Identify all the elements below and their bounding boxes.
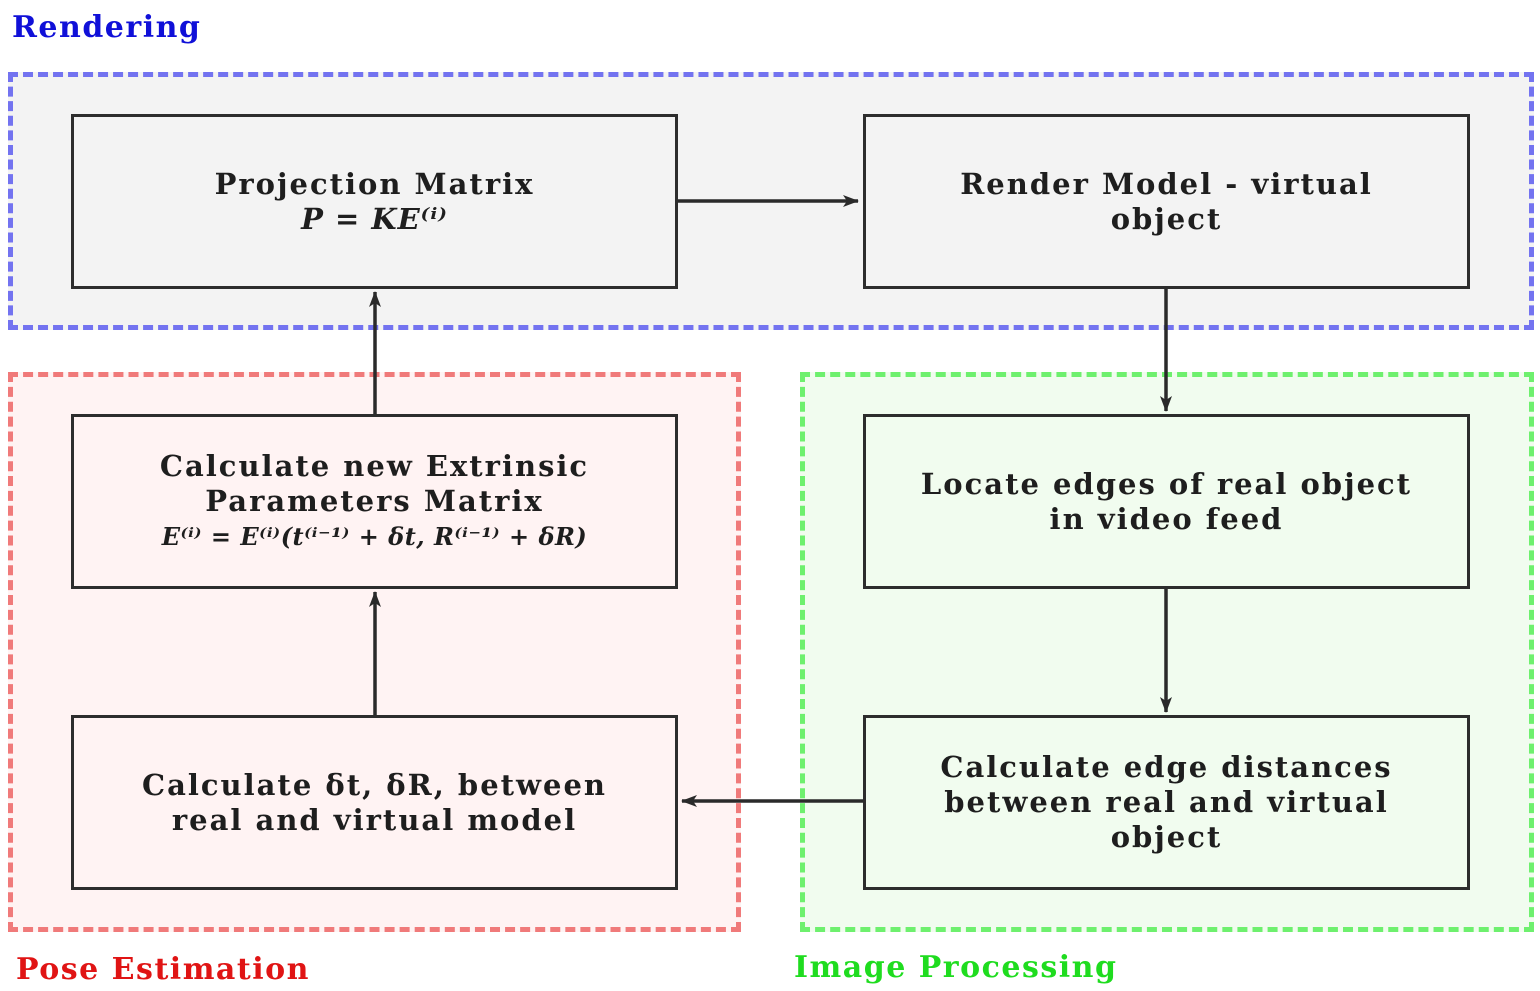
extrinsic-matrix-box: Calculate new Extrinsic Parameters Matri… (71, 414, 678, 589)
projection-matrix-equation: P = KE⁽ⁱ⁾ (301, 201, 448, 236)
extrinsic-matrix-label-line2: Parameters Matrix (205, 484, 544, 518)
calculate-delta-label-line1: Calculate δt, δR, between (141, 767, 608, 802)
render-model-label-line2: object (1110, 201, 1223, 236)
calculate-delta-box: Calculate δt, δR, between real and virtu… (71, 715, 678, 890)
render-model-box: Render Model - virtual object (863, 114, 1470, 289)
calculate-delta-label-line2: real and virtual model (171, 802, 578, 837)
edge-distances-label-line3: object (1110, 820, 1223, 854)
rendering-title: Rendering (12, 10, 202, 45)
edge-distances-box: Calculate edge distances between real an… (863, 715, 1470, 890)
locate-edges-box: Locate edges of real object in video fee… (863, 414, 1470, 589)
edge-distances-label-line1: Calculate edge distances (940, 750, 1393, 784)
image-processing-title: Image Processing (794, 950, 1118, 985)
projection-matrix-label: Projection Matrix (214, 166, 535, 201)
locate-edges-label-line1: Locate edges of real object (920, 466, 1413, 501)
edge-distances-label-line2: between real and virtual (944, 785, 1389, 819)
locate-edges-label-line2: in video feed (1049, 501, 1284, 536)
pose-estimation-title: Pose Estimation (16, 952, 310, 987)
extrinsic-matrix-label-line1: Calculate new Extrinsic (159, 449, 590, 483)
extrinsic-matrix-equation: E⁽ⁱ⁾ = E⁽ⁱ⁾(t⁽ⁱ⁻¹⁾ + δt, R⁽ⁱ⁻¹⁾ + δR) (161, 522, 588, 551)
render-model-label-line1: Render Model - virtual (960, 166, 1373, 201)
projection-matrix-box: Projection Matrix P = KE⁽ⁱ⁾ (71, 114, 678, 289)
